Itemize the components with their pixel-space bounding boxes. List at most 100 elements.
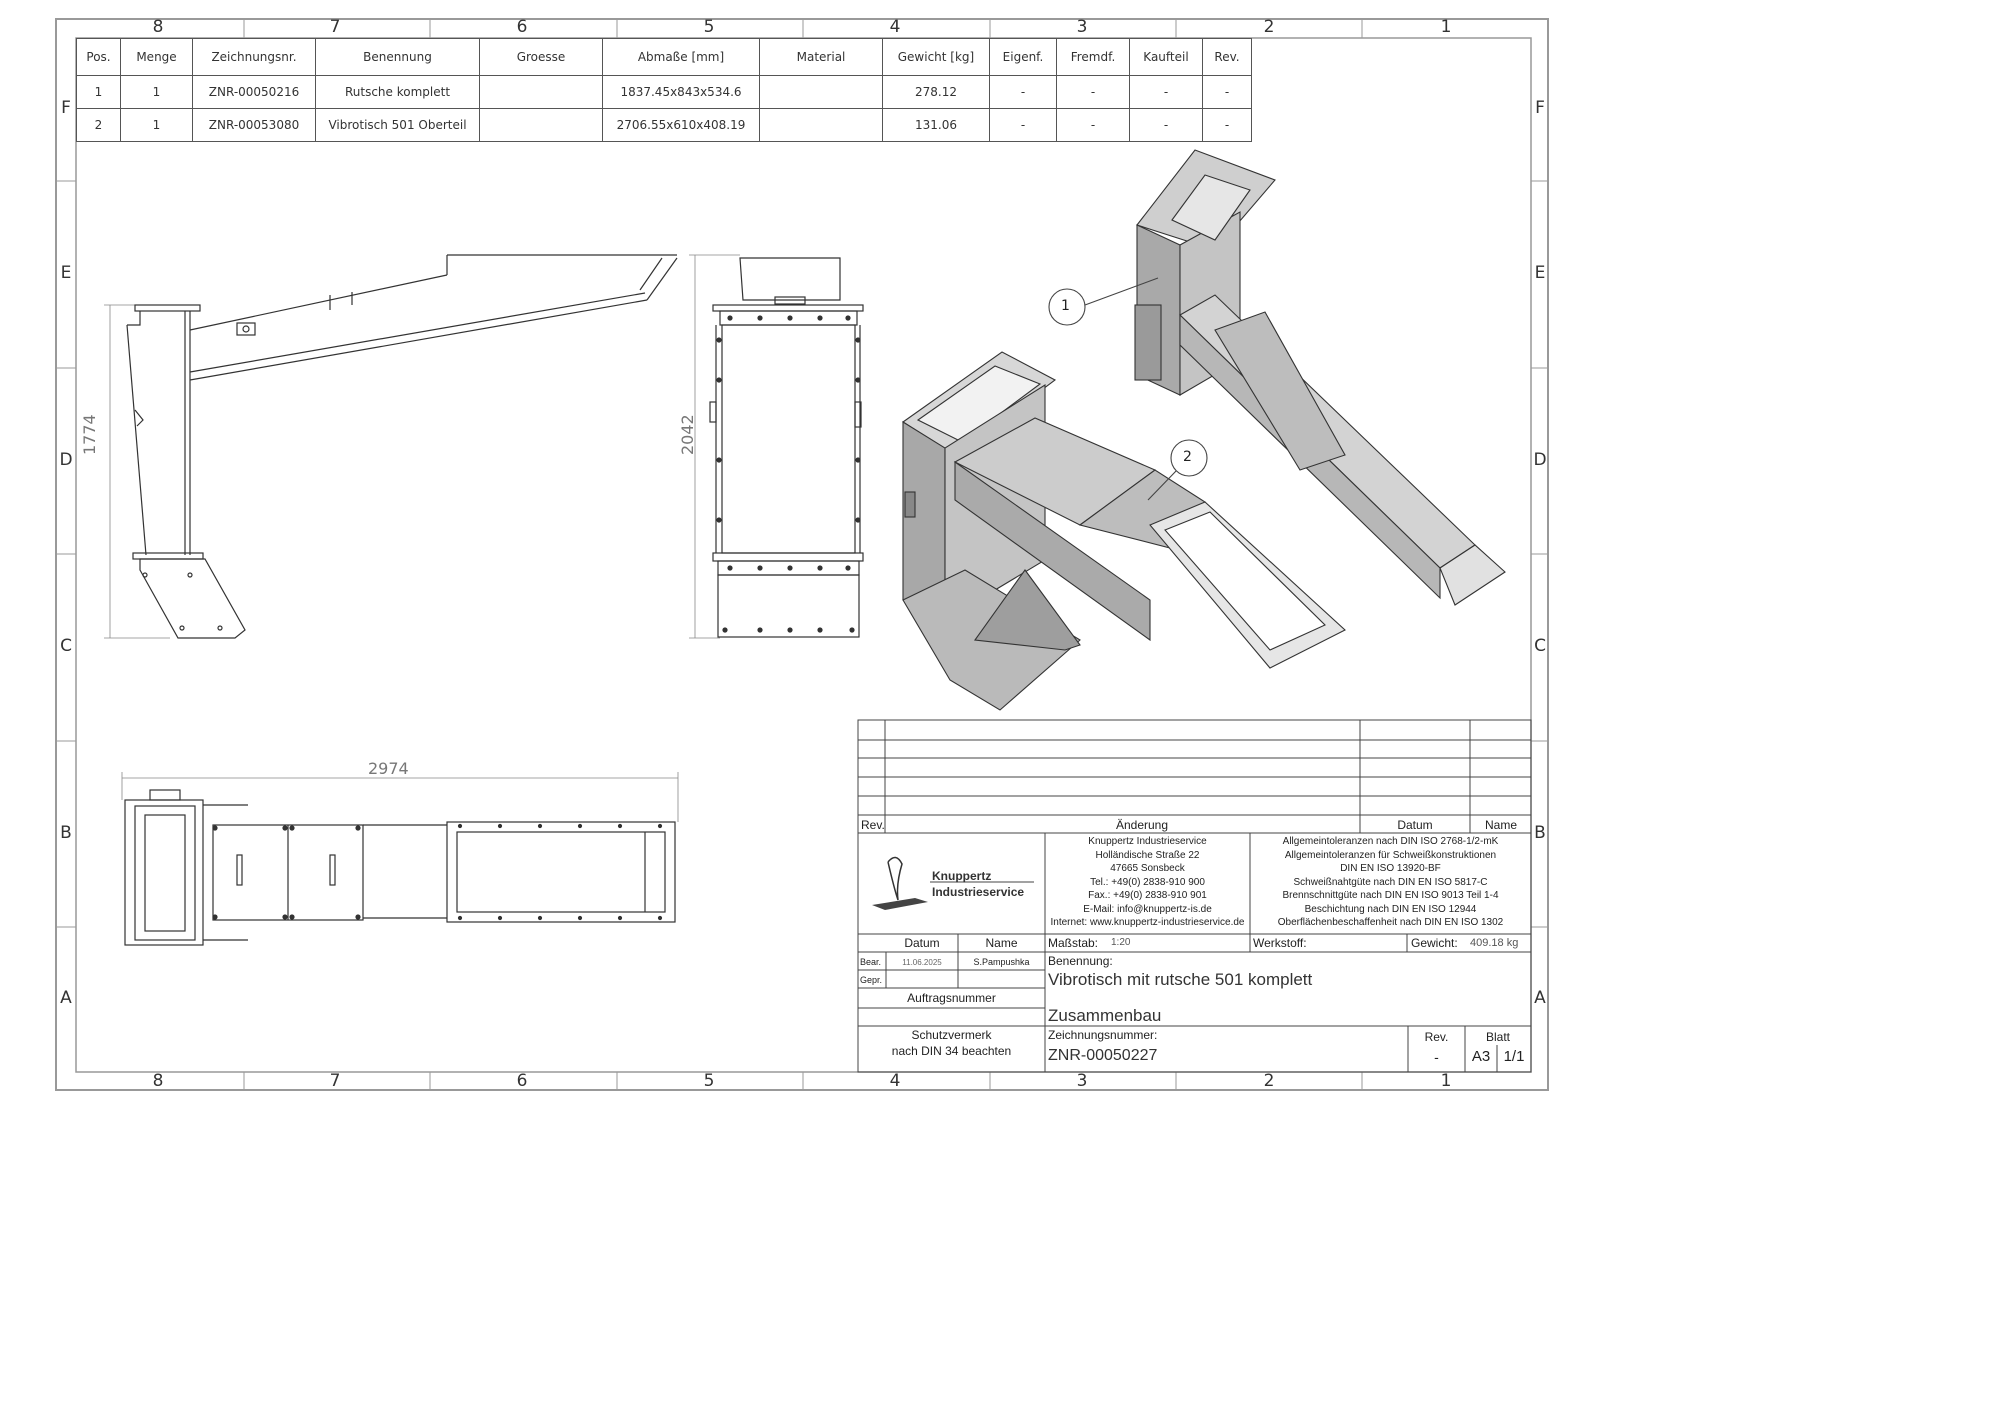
- zeichnungsnummer-label: Zeichnungsnummer:: [1048, 1028, 1158, 1042]
- cell-material: [759, 108, 883, 142]
- cell-groesse: [479, 75, 603, 109]
- cell-eigenf: -: [989, 108, 1057, 142]
- tolerance-line: Schweißnahtgüte nach DIN EN ISO 5817-C: [1293, 876, 1488, 888]
- col-kaufteil: Kaufteil: [1129, 38, 1203, 76]
- isometric-view: [902, 149, 1506, 711]
- blatt-value: 1/1: [1503, 1048, 1525, 1065]
- zone-col-5: 5: [703, 17, 715, 37]
- parts-list-table: Pos. Menge Zeichnungsnr. Benennung Groes…: [76, 38, 1252, 142]
- dimension-side-height: 1774: [80, 414, 99, 455]
- zone-row-e-right: E: [1534, 263, 1546, 283]
- cell-zeichnungsnr: ZNR-00050216: [192, 75, 316, 109]
- zone-col-2: 2: [1263, 17, 1275, 37]
- zone-col-4: 4: [889, 17, 901, 37]
- cell-pos: 1: [76, 75, 121, 109]
- zone-row-e: E: [60, 263, 72, 283]
- blatt-label: Blatt: [1485, 1030, 1510, 1044]
- address-line: Internet: www.knuppertz-industrieservice…: [1050, 917, 1245, 928]
- benennung-label: Benennung:: [1048, 954, 1113, 968]
- cell-benennung: Rutsche komplett: [315, 75, 480, 109]
- zone-row-b: B: [60, 823, 72, 843]
- address-line: Tel.: +49(0) 2838-910 900: [1090, 876, 1205, 888]
- balloon-2: 2: [1183, 449, 1192, 465]
- address-line: Fax.: +49(0) 2838-910 901: [1088, 890, 1207, 901]
- cell-menge: 1: [120, 108, 193, 142]
- zone-col-1-bottom: 1: [1440, 1071, 1452, 1091]
- parts-list-header: Pos. Menge Zeichnungsnr. Benennung Groes…: [76, 38, 1252, 76]
- massstab-label: Maßstab:: [1048, 936, 1099, 950]
- col-groesse: Groesse: [479, 38, 603, 76]
- title-block-frame: [857, 719, 1532, 1073]
- col-gewicht: Gewicht [kg]: [882, 38, 990, 76]
- tolerance-line: Allgemeintoleranzen für Schweißkonstrukt…: [1284, 849, 1497, 861]
- rev-value: -: [1434, 1049, 1439, 1065]
- table-row: 2 1 ZNR-00053080 Vibrotisch 501 Oberteil…: [76, 108, 1252, 142]
- col-rev: Rev.: [1202, 38, 1252, 76]
- zone-row-a: A: [60, 988, 72, 1008]
- zone-col-3: 3: [1076, 17, 1088, 37]
- dimension-top-length: 2974: [368, 759, 409, 778]
- cell-zeichnungsnr: ZNR-00053080: [192, 108, 316, 142]
- cell-menge: 1: [120, 75, 193, 109]
- cell-rev: -: [1202, 75, 1252, 109]
- zone-col-8: 8: [152, 17, 164, 37]
- name-col-label: Name: [985, 936, 1018, 950]
- col-fremdf: Fremdf.: [1056, 38, 1130, 76]
- cell-abmasse: 2706.55x610x408.19: [602, 108, 760, 142]
- zone-col-6-bottom: 6: [516, 1071, 528, 1091]
- col-abmasse: Abmaße [mm]: [602, 38, 760, 76]
- zone-row-f-right: F: [1535, 98, 1545, 118]
- cell-material: [759, 75, 883, 109]
- schutzvermerk-line2: nach DIN 34 beachten: [891, 1044, 1012, 1058]
- auftragsnummer-label: Auftragsnummer: [907, 991, 996, 1005]
- tolerance-line: Allgemeintoleranzen nach DIN ISO 2768-1/…: [1282, 836, 1499, 847]
- zone-col-2-bottom: 2: [1263, 1071, 1275, 1091]
- dimension-front-height: 2042: [678, 414, 697, 455]
- zone-row-d: D: [59, 450, 73, 470]
- col-benennung: Benennung: [315, 38, 480, 76]
- col-menge: Menge: [120, 38, 193, 76]
- format-value: A3: [1471, 1048, 1491, 1065]
- cell-abmasse: 1837.45x843x534.6: [602, 75, 760, 109]
- change-name-label: Name: [1484, 818, 1517, 832]
- zone-col-7-bottom: 7: [329, 1071, 341, 1091]
- drawing-sheet: [55, 18, 1549, 1091]
- logo-text-1: Knuppertz: [932, 869, 992, 883]
- zone-row-c: C: [60, 636, 72, 656]
- side-view: [104, 254, 678, 639]
- cell-fremdf: -: [1056, 108, 1130, 142]
- cell-gewicht: 278.12: [882, 75, 990, 109]
- tolerances-block: Allgemeintoleranzen nach DIN ISO 2768-1/…: [1250, 835, 1531, 930]
- col-eigenf: Eigenf.: [989, 38, 1057, 76]
- col-zeichnungsnr: Zeichnungsnr.: [192, 38, 316, 76]
- zone-col-3-bottom: 3: [1076, 1071, 1088, 1091]
- rev-label: Rev.: [861, 818, 885, 832]
- tolerance-line: Beschichtung nach DIN EN ISO 12944: [1304, 903, 1477, 915]
- gewicht-label: Gewicht:: [1411, 936, 1458, 950]
- address-line: Knuppertz Industrieservice: [1088, 836, 1207, 847]
- rev-label-2: Rev.: [1424, 1030, 1449, 1044]
- tolerance-line: Oberflächenbeschaffenheit nach DIN EN IS…: [1277, 917, 1504, 928]
- balloon-1: 1: [1061, 298, 1070, 314]
- cell-pos: 2: [76, 108, 121, 142]
- cell-gewicht: 131.06: [882, 108, 990, 142]
- gewicht-value: 409.18 kg: [1470, 937, 1519, 949]
- zusammenbau-text: Zusammenbau: [1048, 1006, 1162, 1025]
- cell-benennung: Vibrotisch 501 Oberteil: [315, 108, 480, 142]
- zone-col-4-bottom: 4: [889, 1071, 901, 1091]
- zone-row-d-right: D: [1533, 450, 1547, 470]
- zeichnungsnummer-value: ZNR-00050227: [1048, 1047, 1158, 1064]
- col-material: Material: [759, 38, 883, 76]
- company-logo: [872, 856, 1034, 910]
- zone-col-5-bottom: 5: [703, 1071, 715, 1091]
- massstab-value: 1:20: [1111, 937, 1131, 948]
- datum-label: Datum: [904, 936, 940, 950]
- zone-col-1: 1: [1440, 17, 1452, 37]
- bear-name: S.Pampushka: [973, 957, 1030, 967]
- gepr-label: Gepr.: [860, 975, 883, 985]
- werkstoff-label: Werkstoff:: [1253, 936, 1307, 950]
- zone-col-6: 6: [516, 17, 528, 37]
- change-date-label: Datum: [1397, 818, 1433, 832]
- front-view: [689, 254, 864, 639]
- change-label: Änderung: [1115, 818, 1169, 832]
